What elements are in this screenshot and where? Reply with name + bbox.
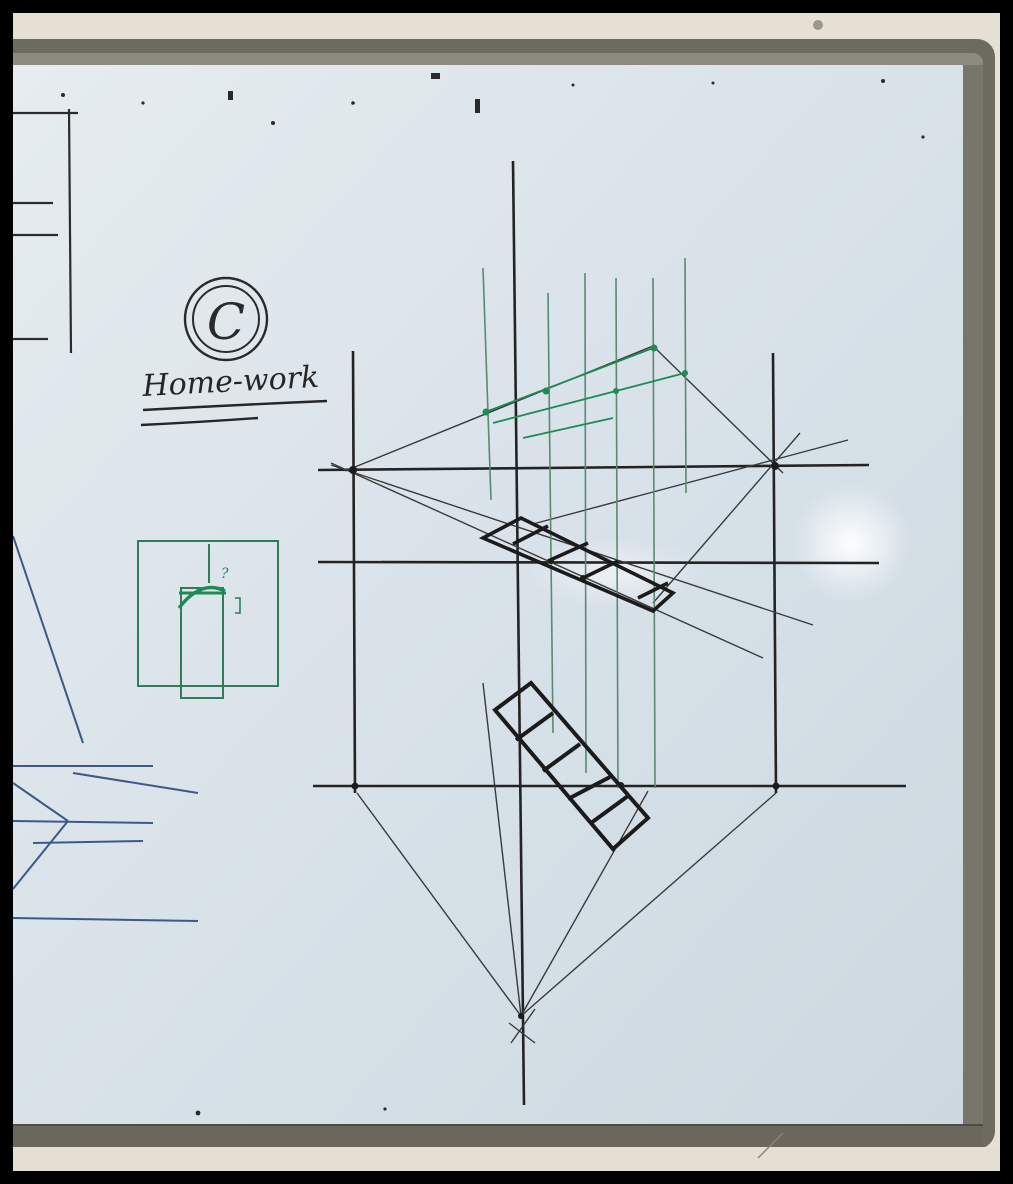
board-surface	[13, 65, 963, 1127]
left-blue-drawing	[13, 535, 199, 922]
door-sketch: ?	[137, 540, 279, 699]
green-points	[482, 344, 688, 416]
copyright-mark: C	[183, 276, 269, 362]
door-question-mark: ?	[221, 566, 229, 582]
board-frame-right	[963, 65, 983, 1127]
light-glare	[791, 483, 911, 603]
homework-underline	[140, 399, 328, 427]
wall-crack	[757, 1132, 784, 1159]
whiteboard-photo: C Home-work ?	[13, 13, 1000, 1171]
wall-bottom	[13, 1147, 1000, 1171]
intersection-points	[349, 462, 780, 1019]
left-partial-drawing	[13, 108, 78, 354]
top-marks	[61, 73, 925, 1116]
wall-hook	[813, 20, 823, 30]
copyright-letter: C	[207, 293, 245, 351]
ladder-upper	[478, 515, 677, 614]
ladder-lower	[492, 680, 651, 852]
whiteboard-drawing: C Home-work ?	[13, 13, 1000, 1171]
light-glare-2	[523, 538, 703, 608]
perspective-frame	[313, 160, 906, 1106]
green-diagonals	[482, 347, 686, 439]
board-tray	[13, 1125, 983, 1147]
